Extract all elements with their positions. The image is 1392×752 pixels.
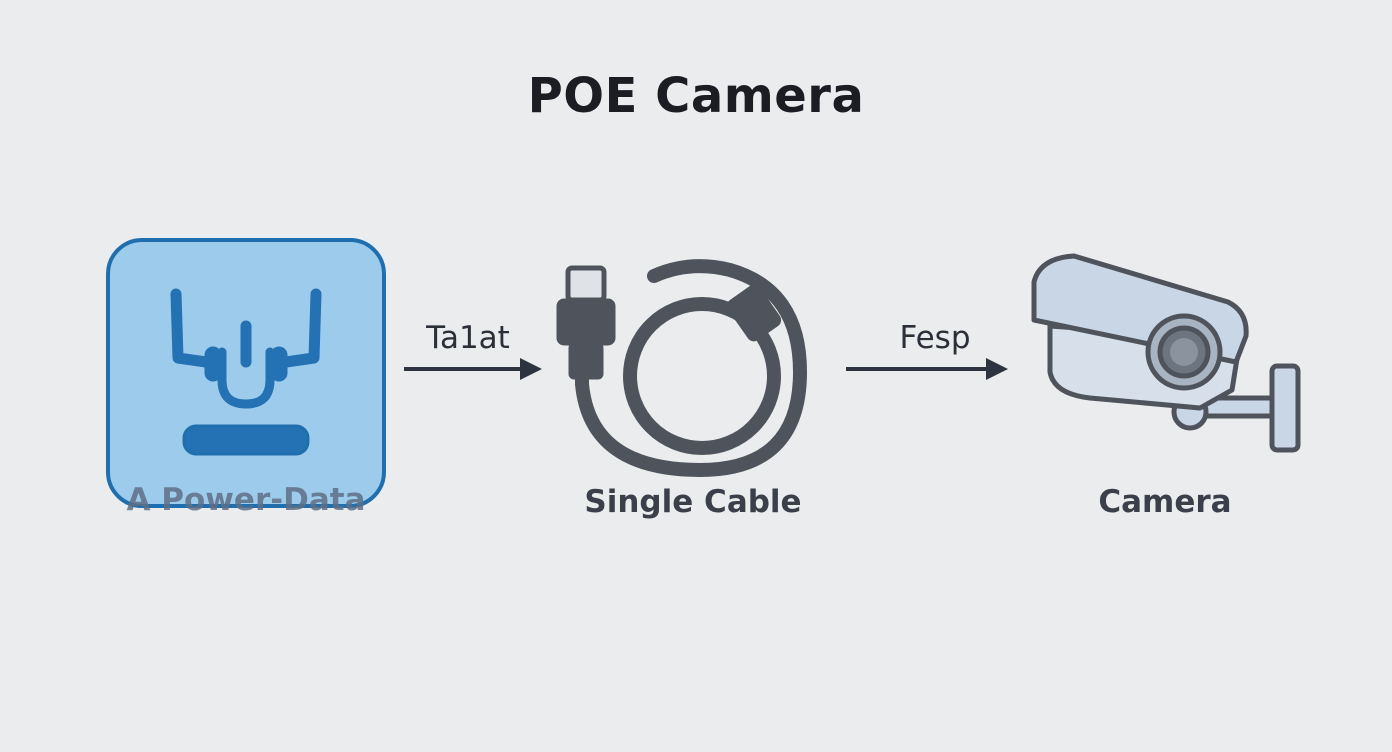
cable-node-label: Single Cable	[584, 484, 802, 520]
source-node-label: A Power-Data	[126, 482, 366, 518]
edge-label-cable-to-camera: Fesp	[899, 320, 971, 356]
ethernet-cable-icon	[556, 259, 807, 477]
edge-label-source-to-cable: Ta1at	[426, 320, 510, 356]
arrow-cable-to-camera	[846, 358, 1008, 380]
source-node	[106, 238, 386, 508]
diagram-title: POE Camera	[527, 68, 865, 124]
source-node-box	[106, 238, 386, 508]
camera-node-label: Camera	[1098, 484, 1232, 520]
arrow-source-to-cable	[404, 358, 542, 380]
security-camera-icon	[1031, 253, 1301, 453]
power-data-injector-icon	[170, 288, 322, 456]
